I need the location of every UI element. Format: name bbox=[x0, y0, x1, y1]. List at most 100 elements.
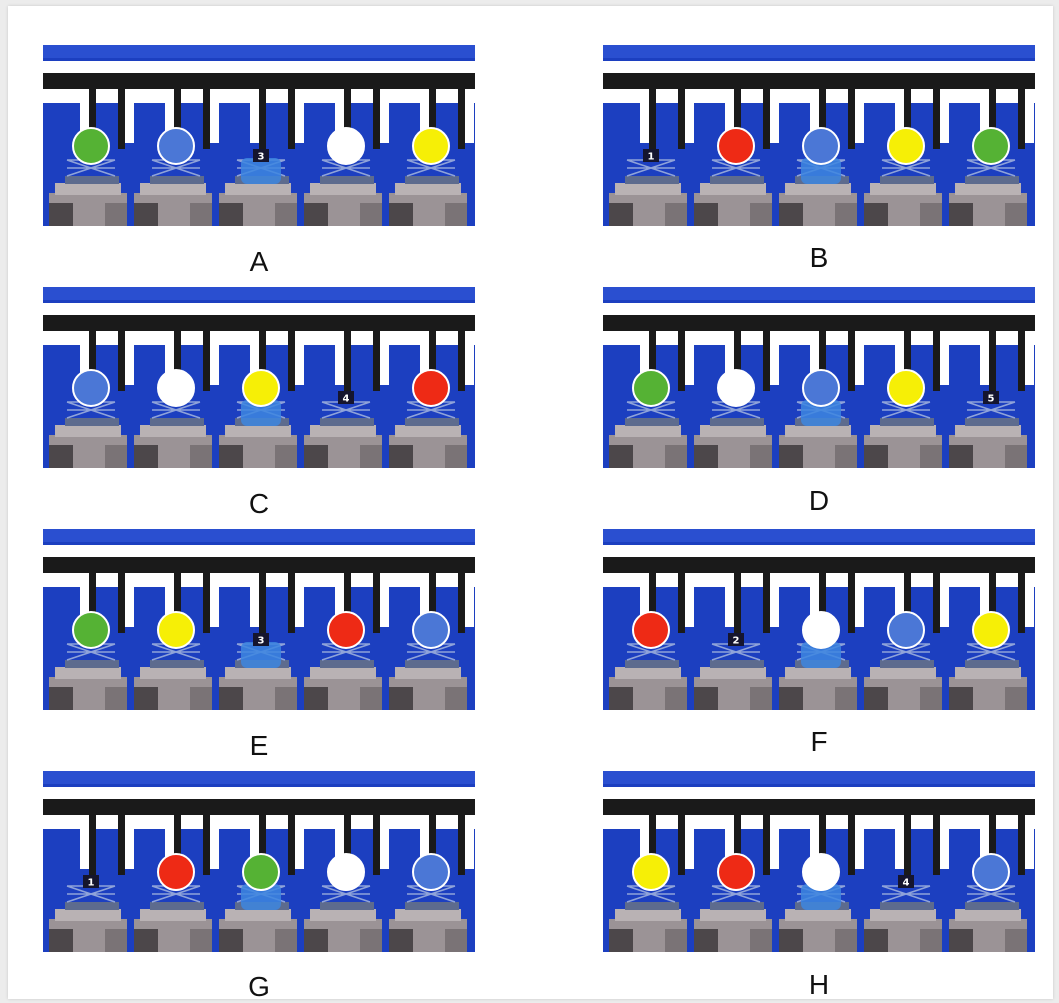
machine-4 bbox=[864, 643, 942, 710]
scene: 5 bbox=[603, 287, 1035, 468]
scissor-stand bbox=[321, 401, 371, 419]
white-ball bbox=[802, 853, 840, 891]
machine-5 bbox=[949, 401, 1027, 468]
number-tag: 4 bbox=[338, 391, 354, 405]
scissor-stand bbox=[66, 401, 116, 419]
green-ball bbox=[72, 127, 110, 165]
machine-1 bbox=[609, 401, 687, 468]
number-tag: 3 bbox=[253, 149, 269, 163]
number-tag: 4 bbox=[898, 875, 914, 889]
machine-5 bbox=[389, 885, 467, 952]
scissor-stand bbox=[321, 643, 371, 661]
machine-1 bbox=[609, 885, 687, 952]
white-ball bbox=[802, 611, 840, 649]
tag-number: 4 bbox=[903, 878, 910, 889]
option-e-image[interactable]: 3 bbox=[43, 529, 475, 710]
yellow-ball bbox=[157, 611, 195, 649]
blue-ball bbox=[802, 127, 840, 165]
machine-2 bbox=[694, 885, 772, 952]
scissor-stand bbox=[966, 401, 1016, 419]
machine-2 bbox=[134, 885, 212, 952]
blue-ball bbox=[972, 853, 1010, 891]
top-band bbox=[603, 287, 1035, 300]
blue-ball bbox=[887, 611, 925, 649]
top-band bbox=[43, 45, 475, 58]
blue-ball bbox=[412, 611, 450, 649]
scissor-stand bbox=[711, 643, 761, 661]
option-h-label: H bbox=[808, 969, 830, 1000]
scissor-stand bbox=[711, 159, 761, 177]
green-ball bbox=[972, 127, 1010, 165]
scene: 4 bbox=[603, 771, 1035, 952]
green-ball bbox=[72, 611, 110, 649]
scissor-stand bbox=[626, 401, 676, 419]
highlight-basket bbox=[801, 158, 841, 184]
highlight-basket bbox=[801, 884, 841, 910]
yellow-ball bbox=[887, 369, 925, 407]
machine-4 bbox=[864, 401, 942, 468]
pipe-rail bbox=[603, 303, 1035, 397]
machine-1 bbox=[49, 401, 127, 468]
top-band bbox=[43, 771, 475, 784]
scissor-stand bbox=[66, 885, 116, 903]
scissor-stand bbox=[406, 401, 456, 419]
option-c-image[interactable]: 4 bbox=[43, 287, 475, 468]
highlight-basket bbox=[241, 400, 281, 426]
scissor-stand bbox=[151, 401, 201, 419]
machine-1 bbox=[49, 159, 127, 226]
machine-3 bbox=[219, 159, 297, 226]
white-ball bbox=[157, 369, 195, 407]
white-ball bbox=[717, 369, 755, 407]
number-tag: 5 bbox=[983, 391, 999, 405]
number-tag: 2 bbox=[728, 633, 744, 647]
scissor-stand bbox=[406, 885, 456, 903]
tag-number: 3 bbox=[258, 636, 265, 647]
option-g-image[interactable]: 1 bbox=[43, 771, 475, 952]
machine-4 bbox=[304, 401, 382, 468]
machine-1 bbox=[609, 643, 687, 710]
machine-5 bbox=[949, 159, 1027, 226]
yellow-ball bbox=[972, 611, 1010, 649]
machine-5 bbox=[389, 159, 467, 226]
scissor-stand bbox=[881, 643, 931, 661]
answer-options-sheet: 3 A 1 B 4 C 5 D 3 E 2 F 1 G 4 H bbox=[8, 6, 1053, 1002]
scissor-stand bbox=[151, 643, 201, 661]
option-d-image[interactable]: 5 bbox=[603, 287, 1035, 468]
scissor-stand bbox=[711, 885, 761, 903]
scene: 3 bbox=[43, 45, 475, 226]
option-h-image[interactable]: 4 bbox=[603, 771, 1035, 952]
machine-2 bbox=[134, 401, 212, 468]
red-ball bbox=[717, 853, 755, 891]
pipe-rail bbox=[603, 61, 1035, 155]
scissor-stand bbox=[966, 885, 1016, 903]
number-tag: 3 bbox=[253, 633, 269, 647]
yellow-ball bbox=[632, 853, 670, 891]
top-band bbox=[603, 771, 1035, 784]
blue-ball bbox=[802, 369, 840, 407]
green-ball bbox=[632, 369, 670, 407]
scene: 1 bbox=[603, 45, 1035, 226]
scissor-stand bbox=[881, 159, 931, 177]
machine-1 bbox=[49, 885, 127, 952]
white-ball bbox=[327, 853, 365, 891]
pipe-rail bbox=[603, 545, 1035, 639]
option-b-image[interactable]: 1 bbox=[603, 45, 1035, 226]
pipe-rail bbox=[43, 787, 475, 881]
machine-2 bbox=[694, 401, 772, 468]
top-band bbox=[43, 529, 475, 542]
machine-4 bbox=[304, 885, 382, 952]
machine-1 bbox=[609, 159, 687, 226]
blue-ball bbox=[412, 853, 450, 891]
tag-number: 2 bbox=[733, 636, 740, 647]
highlight-basket bbox=[801, 400, 841, 426]
blue-ball bbox=[157, 127, 195, 165]
option-f-image[interactable]: 2 bbox=[603, 529, 1035, 710]
highlight-basket bbox=[241, 158, 281, 184]
highlight-basket bbox=[241, 642, 281, 668]
machine-5 bbox=[389, 643, 467, 710]
number-tag: 1 bbox=[643, 149, 659, 163]
machine-4 bbox=[864, 885, 942, 952]
option-a-image[interactable]: 3 bbox=[43, 45, 475, 226]
option-g-label: G bbox=[248, 971, 270, 1002]
scissor-stand bbox=[966, 643, 1016, 661]
